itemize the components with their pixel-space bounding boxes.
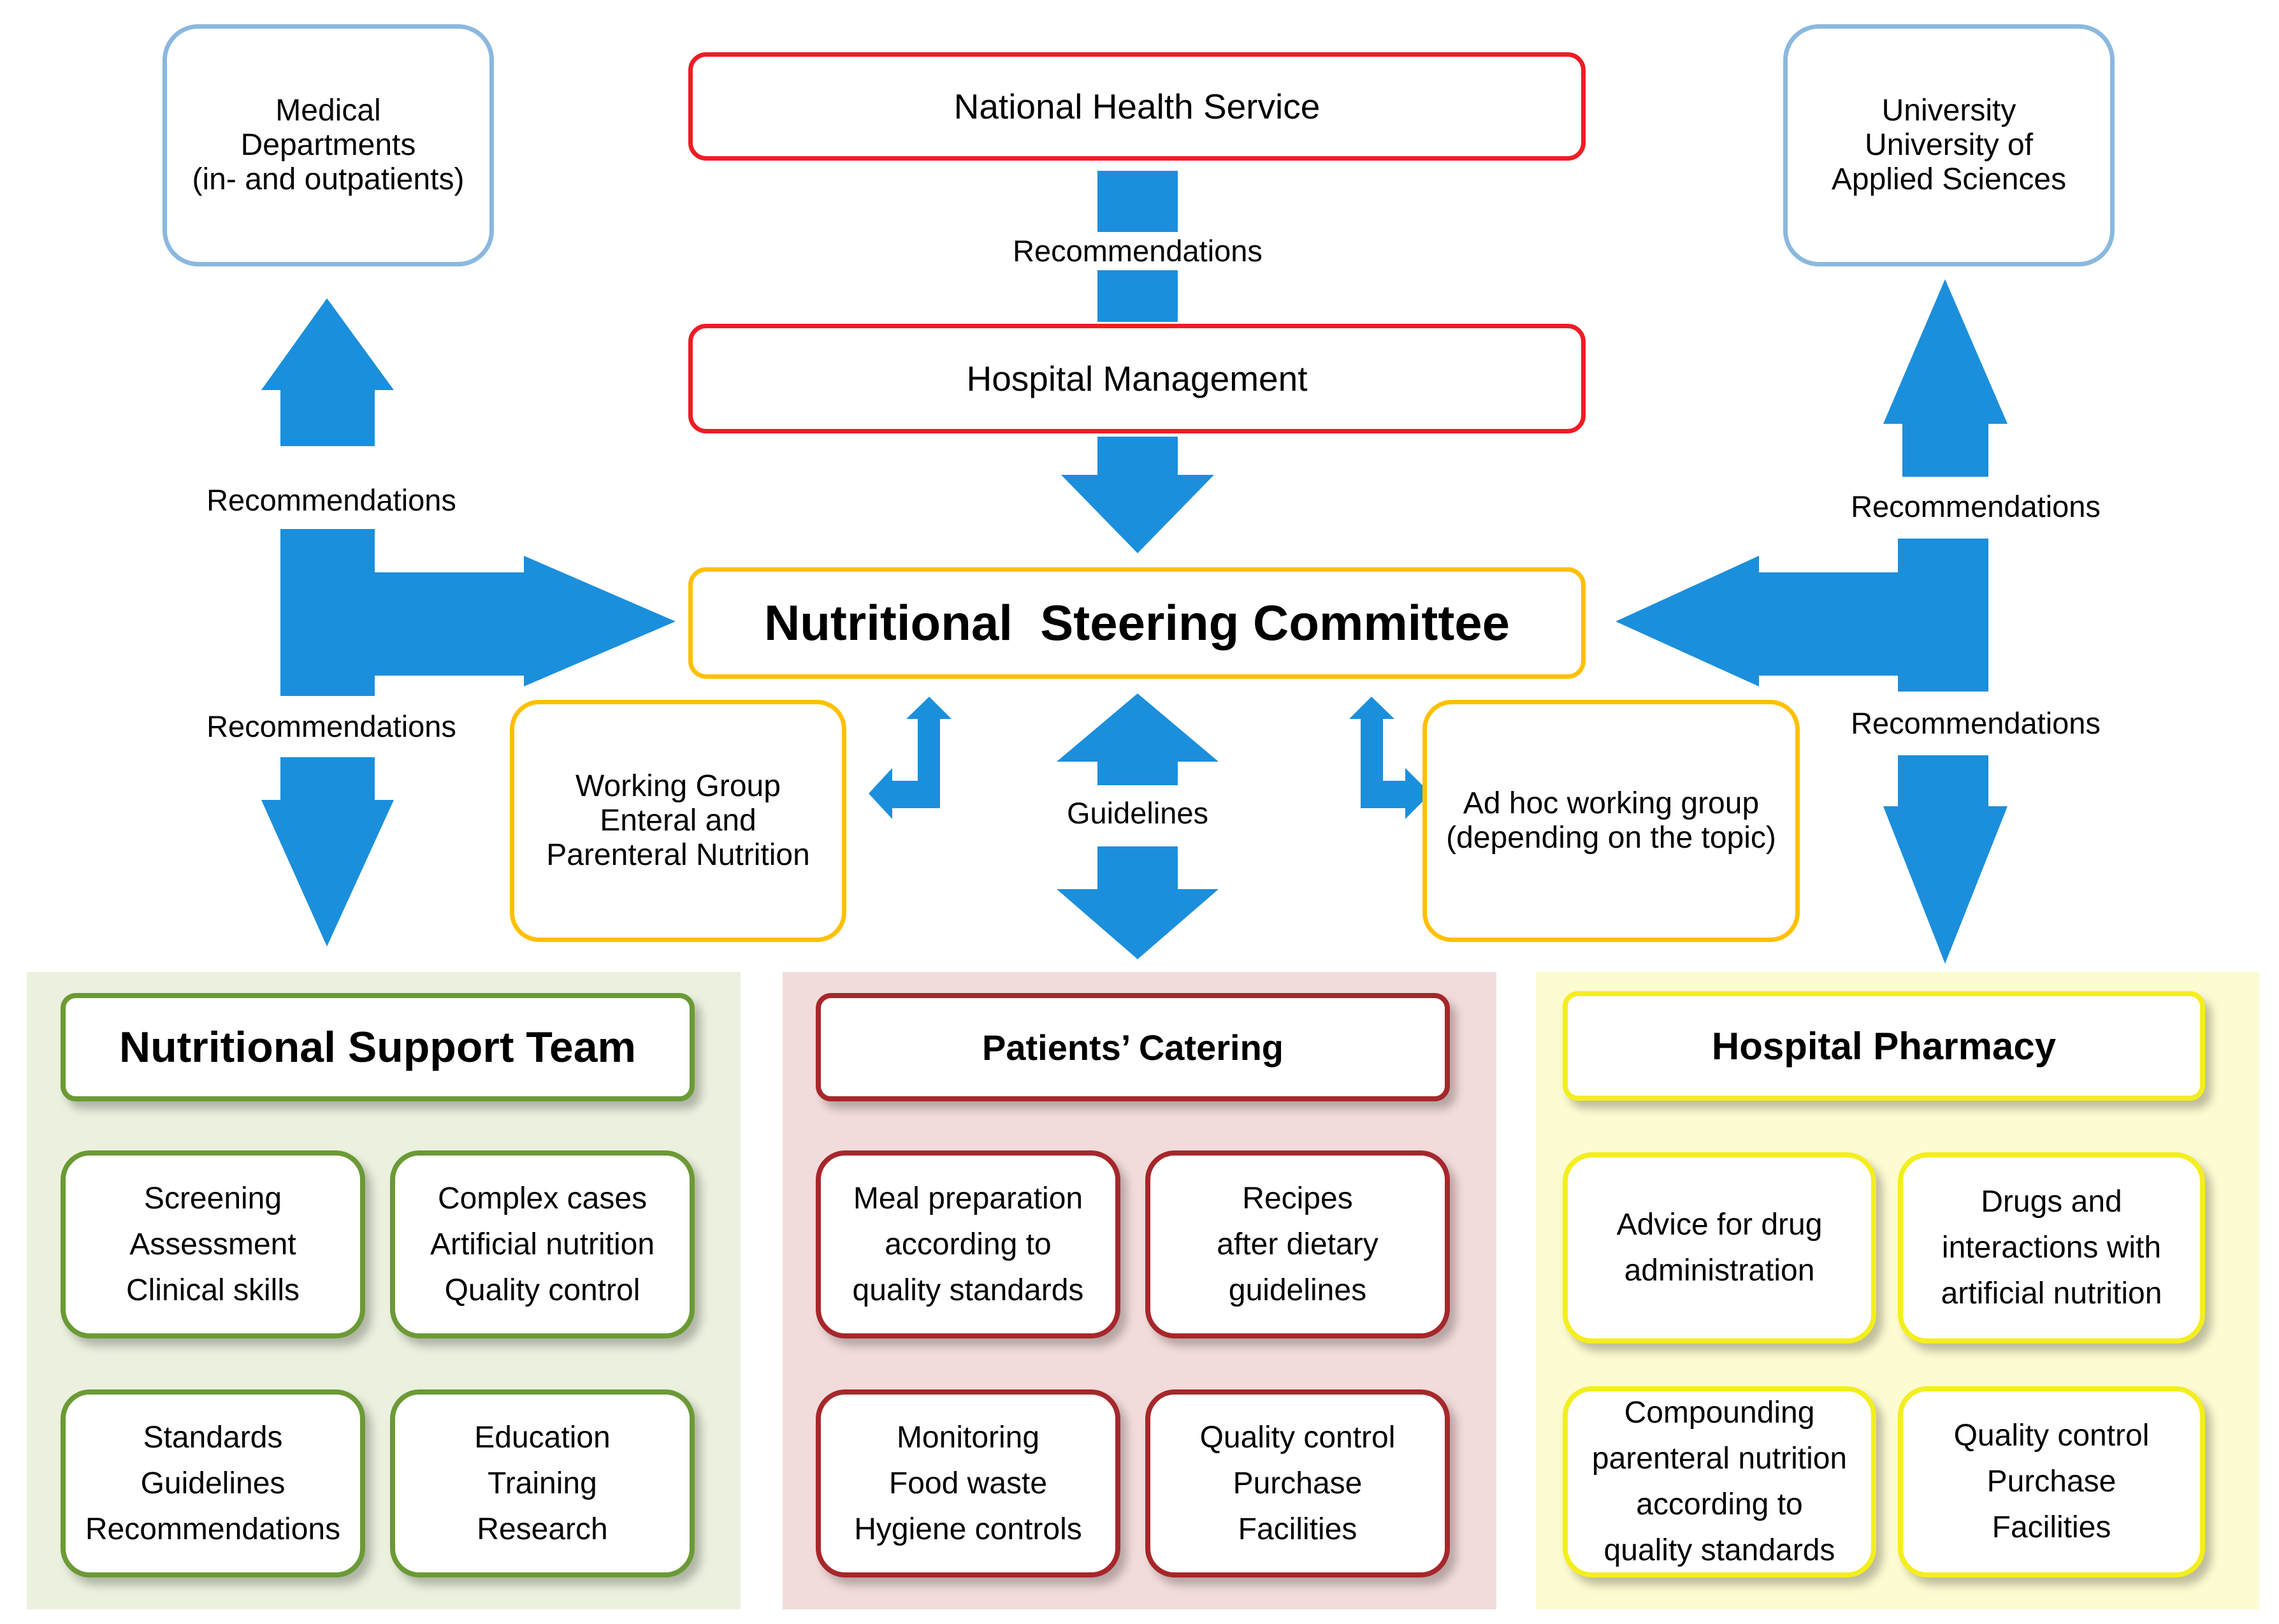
catering-card-text: Recipes after dietary guidelines <box>1217 1181 1378 1307</box>
catering-card-text: Meal preparation according to quality st… <box>852 1181 1084 1307</box>
pharmacy-card-text: Quality control Purchase Facilities <box>1953 1419 2150 1544</box>
catering-card: Quality control Purchase Facilities <box>1145 1389 1450 1577</box>
medical-departments-box: Medical Departments (in- and outpatients… <box>163 24 494 266</box>
adhoc-working-group-box: Ad hoc working group (depending on the t… <box>1422 700 1800 942</box>
guidelines-label: Guidelines <box>1032 794 1243 832</box>
pharmacy-card: Drugs and interactions with artificial n… <box>1898 1152 2205 1344</box>
nutritional-steering-committee-box: Nutritional Steering Committee <box>688 567 1586 679</box>
support-team-title-box: Nutritional Support Team <box>61 993 695 1101</box>
catering-card: Meal preparation according to quality st… <box>816 1150 1120 1338</box>
right-down-arrow <box>1883 755 2008 964</box>
support-team-card-text: Complex cases Artificial nutrition Quali… <box>430 1181 655 1307</box>
support-team-card: Standards Guidelines Recommendations <box>61 1389 365 1577</box>
support-team-card: Complex cases Artificial nutrition Quali… <box>390 1150 695 1338</box>
pharmacy-card: Advice for drug administration <box>1563 1152 1876 1344</box>
catering-card-text: Monitoring Food waste Hygiene controls <box>854 1420 1082 1546</box>
working-group-elbow-arrow <box>869 697 951 819</box>
working-group-box: Working Group Enteral and Parenteral Nut… <box>510 700 846 942</box>
pharmacy-card-text: Drugs and interactions with artificial n… <box>1941 1185 2162 1310</box>
support-team-card-text: Education Training Research <box>474 1420 611 1546</box>
hospital-management-box: Hospital Management <box>688 324 1586 433</box>
medical-departments-text: Medical Departments (in- and outpatients… <box>192 94 465 196</box>
university-text: University University of Applied Science… <box>1831 94 2067 196</box>
adhoc-elbow-arrow <box>1349 697 1431 819</box>
support-team-card-text: Standards Guidelines Recommendations <box>85 1420 341 1546</box>
support-team-title: Nutritional Support Team <box>119 1023 636 1071</box>
catering-card: Monitoring Food waste Hygiene controls <box>816 1389 1120 1577</box>
guidelines-down-arrow <box>1057 846 1219 959</box>
support-team-card: Screening Assessment Clinical skills <box>61 1150 365 1338</box>
right-up-recommendations-label: Recommendations <box>1835 488 2116 526</box>
national-health-service-text: National Health Service <box>953 87 1320 126</box>
catering-title-box: Patients’ Catering <box>816 993 1450 1101</box>
left-up-arrow <box>261 298 394 446</box>
working-group-text: Working Group Enteral and Parenteral Nut… <box>546 769 810 872</box>
adhoc-working-group-text: Ad hoc working group (depending on the t… <box>1446 787 1776 855</box>
left-down-arrow <box>261 757 394 946</box>
catering-title: Patients’ Catering <box>981 1027 1284 1068</box>
support-team-card: Education Training Research <box>390 1389 695 1577</box>
pharmacy-title: Hospital Pharmacy <box>1711 1024 2057 1068</box>
pharmacy-card-text: Advice for drug administration <box>1616 1208 1823 1287</box>
left-up-recommendations-label: Recommendations <box>191 481 472 519</box>
left-trunk-arrow <box>280 529 676 696</box>
right-up-arrow <box>1883 279 2008 477</box>
university-box: University University of Applied Science… <box>1783 24 2115 266</box>
nhs-recommendations-label: Recommendations <box>994 232 1281 270</box>
right-down-recommendations-label: Recommendations <box>1835 704 2116 743</box>
catering-card: Recipes after dietary guidelines <box>1145 1150 1450 1338</box>
left-down-recommendations-label: Recommendations <box>191 707 472 746</box>
catering-card-text: Quality control Purchase Facilities <box>1199 1420 1396 1546</box>
pharmacy-card: Quality control Purchase Facilities <box>1898 1386 2205 1577</box>
pharmacy-title-box: Hospital Pharmacy <box>1563 991 2205 1101</box>
hospital-management-text: Hospital Management <box>966 359 1308 398</box>
national-health-service-box: National Health Service <box>688 52 1586 161</box>
support-team-card-text: Screening Assessment Clinical skills <box>126 1181 300 1307</box>
right-trunk-arrow <box>1616 539 1988 692</box>
management-to-committee-arrow <box>1061 437 1214 553</box>
pharmacy-card: Compounding parenteral nutrition accordi… <box>1563 1386 1876 1577</box>
pharmacy-card-text: Compounding parenteral nutrition accordi… <box>1591 1396 1848 1567</box>
guidelines-up-arrow <box>1057 693 1219 785</box>
nutritional-steering-committee-title: Nutritional Steering Committee <box>763 595 1510 651</box>
